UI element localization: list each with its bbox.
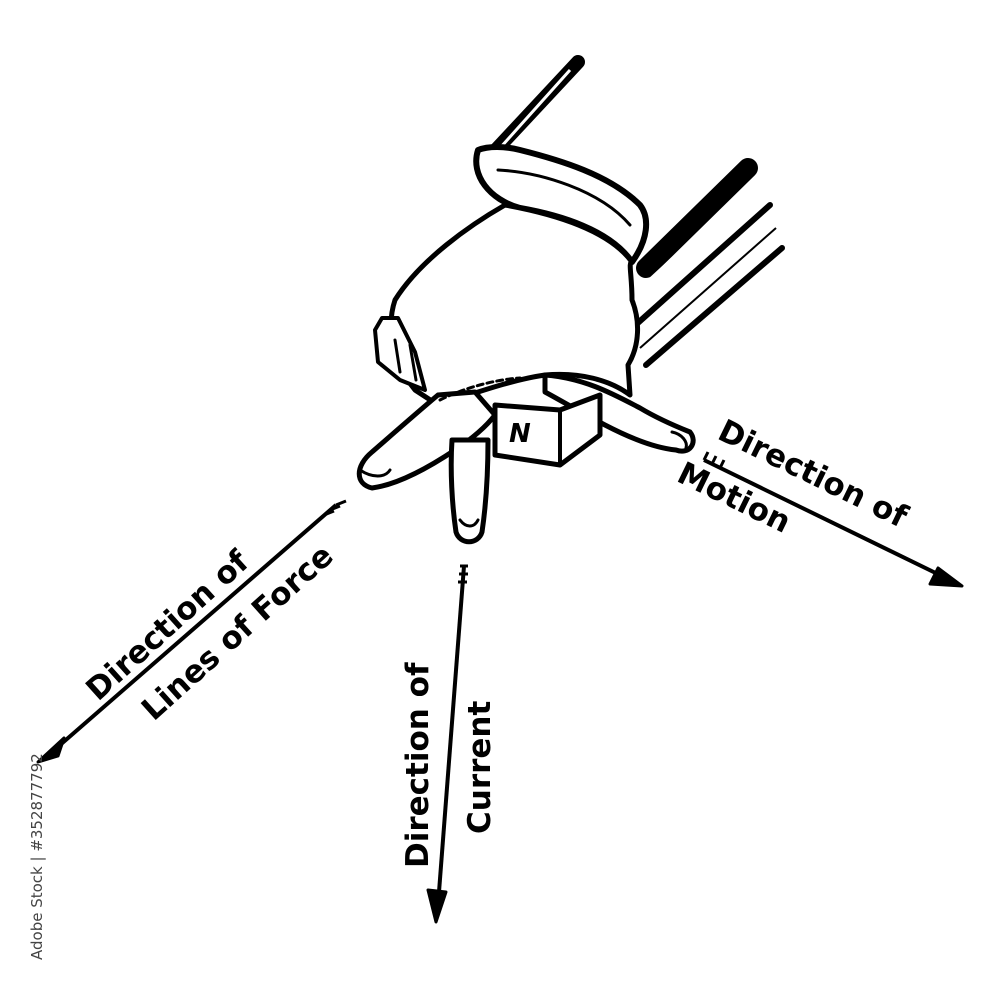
lines-of-force-arrow (36, 499, 347, 764)
stock-id-text: Adobe Stock | #352877792 (28, 753, 46, 960)
middle-finger (448, 437, 491, 545)
current-label-line1: Direction of (400, 662, 436, 868)
motion-label: Direction of Motion (672, 413, 914, 541)
current-label: Direction of Current (400, 662, 498, 868)
magnet-block (492, 392, 603, 468)
conductor-wire (487, 55, 585, 159)
magnet-pole-label: N (509, 419, 531, 449)
folded-fingers (373, 316, 427, 392)
index-finger (356, 389, 498, 491)
hand (356, 144, 696, 545)
back-of-hand (388, 202, 641, 408)
motion-arrow (702, 451, 964, 588)
magnet-bars (627, 158, 785, 368)
current-arrow (426, 564, 468, 924)
current-label-line2: Current (462, 701, 498, 834)
stock-watermark: Adobe Stock | #352877792 (6, 740, 46, 970)
